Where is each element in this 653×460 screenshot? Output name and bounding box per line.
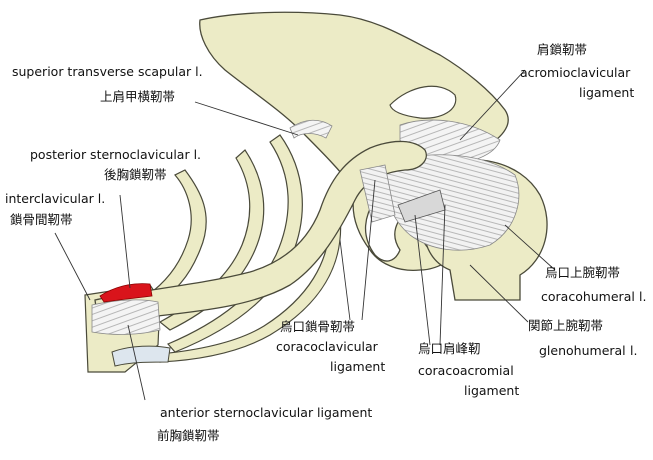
costal-cartilage (111, 345, 171, 367)
superior-transverse-scapular-ligament (289, 119, 333, 139)
capsular-ligaments (379, 154, 520, 251)
posterior-sternoclavicular-ligament-highlight (99, 283, 153, 303)
leader-lines (54, 69, 556, 401)
coracoclavicular-ligament (359, 164, 396, 223)
label-coracoclavicular-en2: ligament (330, 359, 386, 374)
label-posterior-sternoclavicular-ja: 後胸鎖靭帯 (104, 167, 167, 182)
scapular-notch (389, 85, 457, 119)
label-acromioclavicular-ja: 肩鎖靭帯 (537, 42, 588, 57)
label-superior-transverse-scapular-ja: 上肩甲横靭帯 (100, 89, 176, 104)
label-acromioclavicular-en2: ligament (579, 85, 635, 100)
label-interclavicular-ja: 鎖骨間靭帯 (10, 212, 73, 227)
label-coracoacromial-en1: coracoacromial (418, 363, 514, 378)
label-coracohumeral-suffix: l. (639, 289, 647, 304)
label-acromioclavicular-en1: acromioclavicular (520, 65, 631, 80)
label-interclavicular-en: interclavicular l. (5, 191, 106, 206)
label-coracohumeral-en: coracohumeral (541, 289, 635, 304)
rib-3 (167, 134, 303, 353)
anterior-sternoclavicular-ligament (91, 299, 161, 335)
clavicle (94, 140, 427, 323)
label-coracoacromial-ja: 烏口肩峰靭 (418, 341, 481, 356)
label-anterior-sternoclavicular-ja: 前胸鎖靭帯 (157, 428, 220, 443)
label-coracohumeral-ja: 烏口上腕靭帯 (545, 265, 621, 280)
label-anterior-sternoclavicular-en: anterior sternoclavicular ligament (160, 405, 373, 420)
label-coracoclavicular-en1: coracoclavicular (276, 339, 378, 354)
label-glenohumeral-en: glenohumeral (539, 343, 626, 358)
label-coracoclavicular-ja: 烏口鎖骨靭帯 (280, 319, 356, 334)
label-posterior-sternoclavicular-en: posterior sternoclavicular l. (30, 147, 202, 162)
label-glenohumeral-suffix: l. (630, 343, 638, 358)
label-glenohumeral-ja: 関節上腕靭帯 (528, 318, 604, 333)
label-superior-transverse-scapular-en: superior transverse scapular l. (12, 64, 203, 79)
label-coracoacromial-en2: ligament (464, 383, 520, 398)
